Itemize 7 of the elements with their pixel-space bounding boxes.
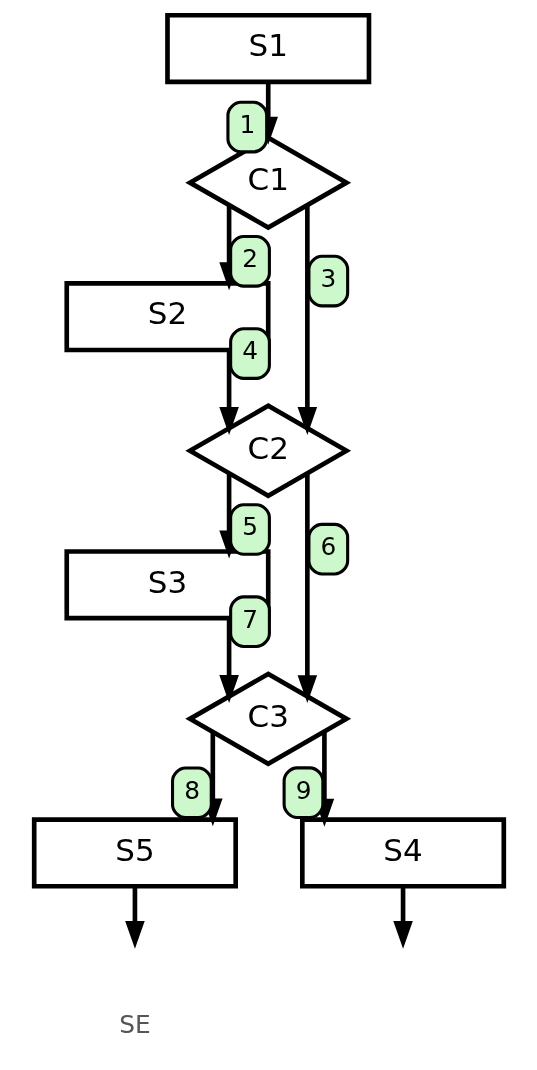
edge-label: 2 bbox=[241, 244, 258, 274]
edge-label: 5 bbox=[241, 512, 258, 542]
edge-label: 6 bbox=[320, 532, 336, 562]
edge-label: 9 bbox=[295, 775, 312, 805]
edge-label: 8 bbox=[183, 775, 200, 805]
edge-label: 3 bbox=[320, 263, 336, 293]
label: SE bbox=[118, 1009, 151, 1039]
